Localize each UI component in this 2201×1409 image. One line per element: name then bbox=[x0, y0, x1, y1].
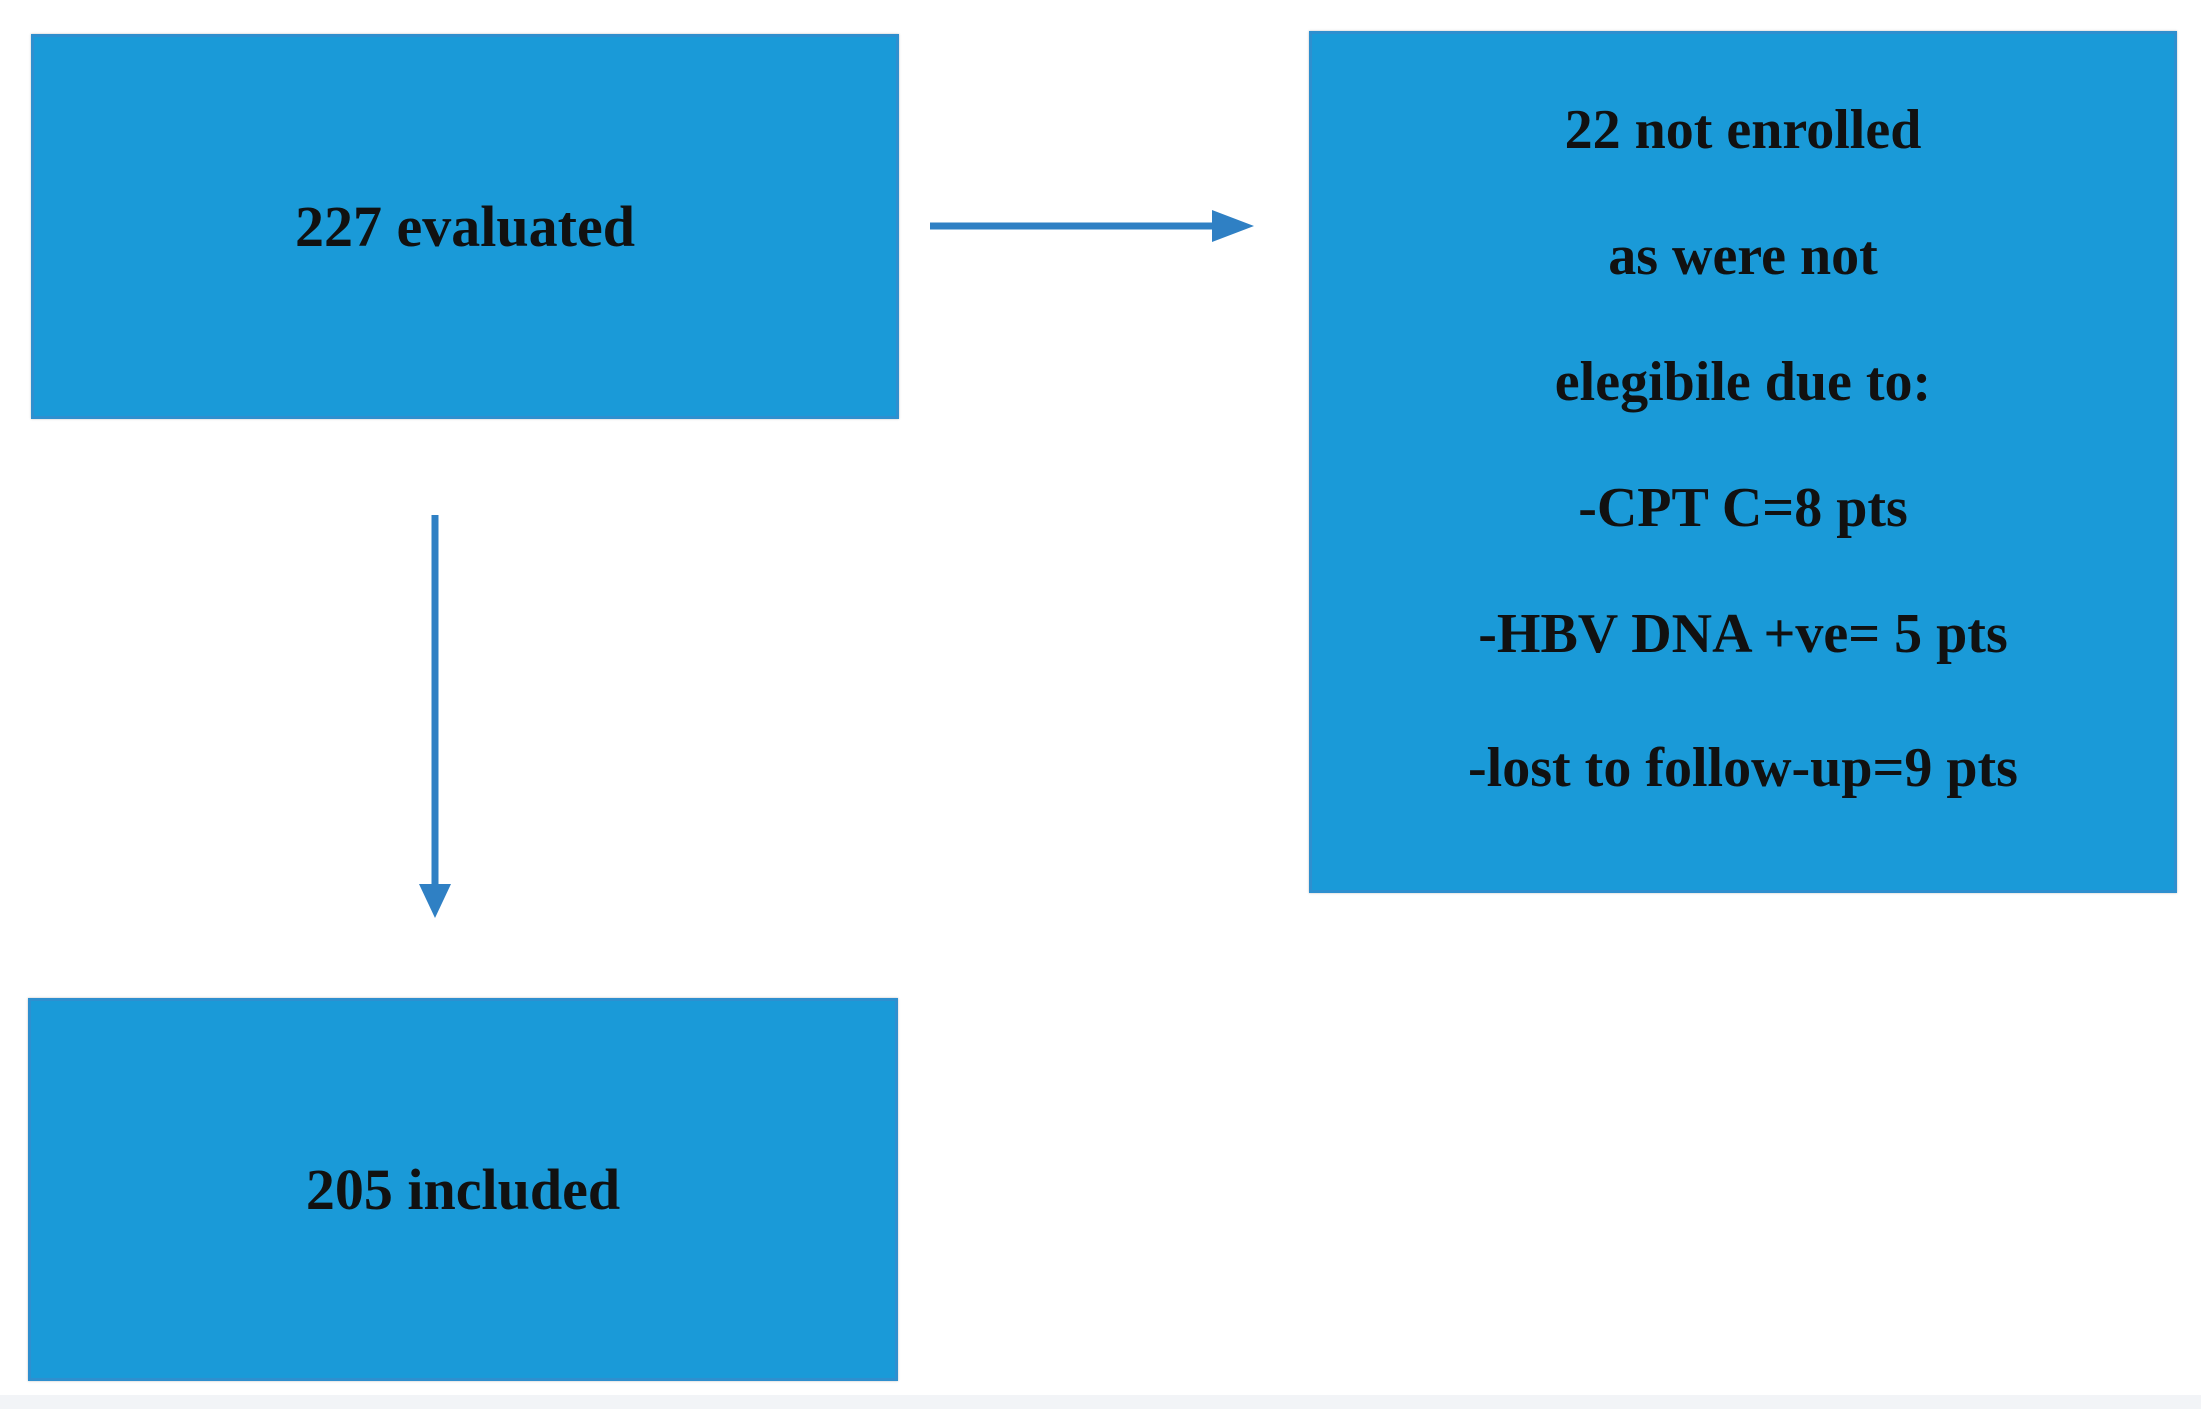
bottom-edge bbox=[0, 1395, 2201, 1409]
exclusion-lost-follow-up: -lost to follow-up=9 pts bbox=[1468, 737, 2018, 799]
not-enrolled-box: 22 not enrolled as were not elegibile du… bbox=[1309, 31, 2177, 893]
evaluated-box: 227 evaluated bbox=[31, 34, 899, 419]
arrow-down-head bbox=[419, 884, 451, 918]
included-label: 205 included bbox=[305, 1157, 621, 1222]
not-enrolled-line-1: 22 not enrolled bbox=[1564, 99, 1922, 161]
arrow-right-head bbox=[1212, 210, 1254, 242]
arrow-down bbox=[419, 515, 451, 918]
exclusion-hbv-dna: -HBV DNA +ve= 5 pts bbox=[1478, 603, 2008, 665]
evaluated-label: 227 evaluated bbox=[295, 194, 635, 259]
not-enrolled-line-2: as were not bbox=[1608, 225, 1878, 287]
exclusion-cpt-c: -CPT C=8 pts bbox=[1578, 477, 1908, 539]
included-box: 205 included bbox=[28, 998, 898, 1381]
arrow-right bbox=[930, 210, 1254, 242]
not-enrolled-line-3: elegibile due to: bbox=[1554, 351, 1932, 413]
